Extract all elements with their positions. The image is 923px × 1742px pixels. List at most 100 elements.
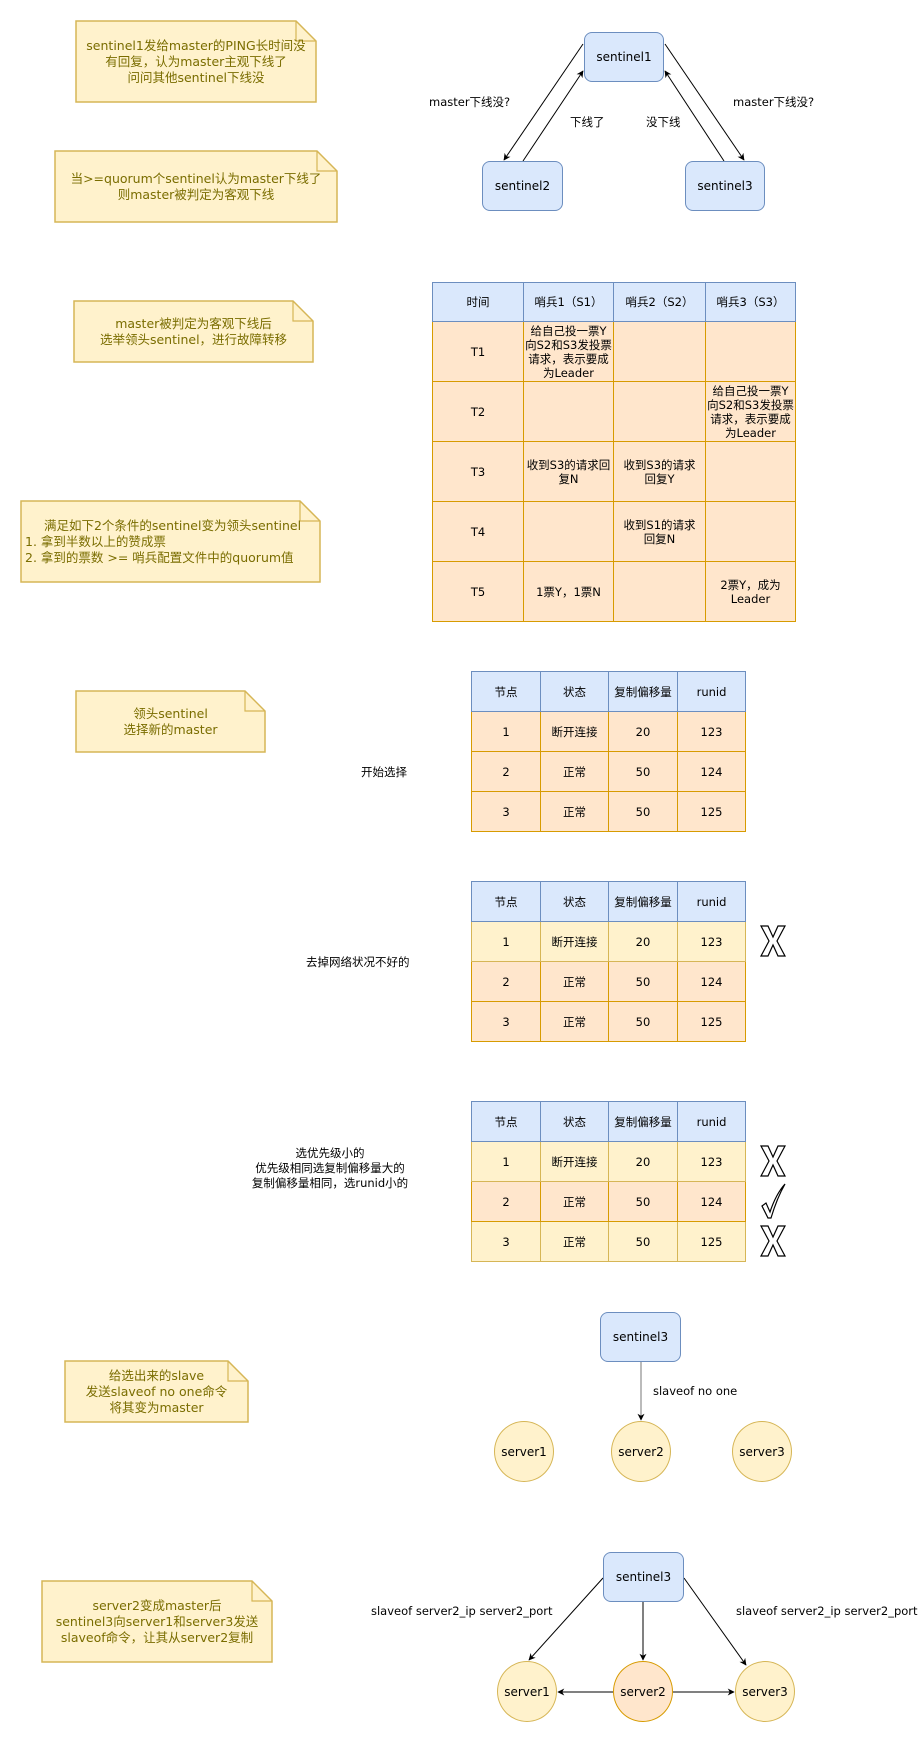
- selection-caption: 选优先级小的 优先级相同选复制偏移量大的 复制偏移量相同，选runid小的: [251, 1146, 409, 1190]
- selection-cell: 125: [677, 1221, 746, 1262]
- arrow-s1-to-s2: [503, 43, 584, 161]
- server3-slave-node: server3: [735, 1661, 795, 1722]
- vote-cell: T5: [432, 561, 524, 622]
- note-ping: sentinel1发给master的PING长时间没 有回复，认为master主…: [86, 37, 306, 85]
- selection-cell: 2: [471, 751, 541, 792]
- selection-cell: 124: [677, 1181, 746, 1222]
- note-shape-ping: [75, 20, 317, 103]
- selection-cell: 50: [608, 791, 678, 832]
- server1-slave-node: server1: [497, 1661, 557, 1722]
- server1-node: server1: [494, 1421, 554, 1482]
- vote-cell: 1票Y，1票N: [523, 561, 614, 622]
- selection-cell: 123: [677, 1141, 746, 1182]
- label-reply-left: 下线了: [570, 115, 605, 129]
- node-sentinel2: sentinel2: [482, 161, 563, 211]
- vote-cell: [613, 381, 706, 442]
- selection-header-cell: 状态: [540, 671, 609, 712]
- label-ask-left: master下线没?: [429, 95, 511, 109]
- node-sentinel3: sentinel3: [685, 161, 765, 211]
- selection-cell: 124: [677, 961, 746, 1002]
- selection-cell: 正常: [540, 1221, 609, 1262]
- selection-cell: 正常: [540, 1001, 609, 1042]
- arrow-sentinel3-to-server1: [528, 1577, 604, 1661]
- vote-header-cell: 哨兵2（S2）: [613, 282, 706, 322]
- note-shape-elect: [73, 300, 314, 363]
- selection-cell: 20: [608, 1141, 678, 1182]
- vote-cell: 给自己投一票Y 向S2和S3发投票请求，表示要成为Leader: [523, 321, 614, 382]
- selection-cell: 20: [608, 921, 678, 962]
- selection-cell: 50: [608, 1181, 678, 1222]
- node-sentinel1: sentinel1: [584, 32, 664, 82]
- vote-header-cell: 哨兵3（S3）: [705, 282, 796, 322]
- selection-header-cell: 节点: [471, 881, 541, 922]
- selection-cell: 124: [677, 751, 746, 792]
- label-reply-right: 没下线: [646, 115, 681, 129]
- vote-cell: 2票Y，成为 Leader: [705, 561, 796, 622]
- server3-node: server3: [732, 1421, 792, 1482]
- server2-node: server2: [611, 1421, 671, 1482]
- selection-cell: 正常: [540, 791, 609, 832]
- arrow-s1-to-s3: [664, 43, 745, 161]
- note-shape-choose: [75, 690, 266, 753]
- vote-header-cell: 哨兵1（S1）: [523, 282, 614, 322]
- selection-cell: 断开连接: [540, 1141, 609, 1182]
- selection-header-cell: 状态: [540, 881, 609, 922]
- selection-cell: 50: [608, 961, 678, 1002]
- selection-cell: 123: [677, 711, 746, 752]
- label-ask-right: master下线没?: [733, 95, 815, 109]
- reject-x-icon: [760, 1145, 786, 1177]
- selection-cell: 3: [471, 1221, 541, 1262]
- vote-cell: T1: [432, 321, 524, 382]
- arrow-s2-to-s1: [522, 70, 584, 162]
- selection-cell: 50: [608, 1221, 678, 1262]
- note-shape-slaveof: [64, 1360, 249, 1423]
- label-command-left: slaveof server2_ip server2_port: [371, 1604, 553, 1618]
- vote-cell: 收到S3的请求回复N: [523, 441, 614, 502]
- node-sentinel3-command: sentinel3: [600, 1312, 681, 1362]
- selection-header-cell: 复制偏移量: [608, 671, 678, 712]
- selection-header-cell: 状态: [540, 1101, 609, 1142]
- note-conditions-title: 满足如下2个条件的sentinel变为领头sentinel: [43, 517, 302, 533]
- vote-cell: T2: [432, 381, 524, 442]
- vote-cell: [705, 501, 796, 562]
- note-condition-2: 2. 拿到的票数 >= 哨兵配置文件中的quorum值: [25, 549, 294, 565]
- vote-cell: 收到S3的请求 回复Y: [613, 441, 706, 502]
- selection-cell: 3: [471, 791, 541, 832]
- selection-caption: 去掉网络状况不好的: [306, 955, 410, 969]
- vote-cell: 收到S1的请求 回复N: [613, 501, 706, 562]
- selection-cell: 20: [608, 711, 678, 752]
- vote-cell: [613, 321, 706, 382]
- selection-cell: 3: [471, 1001, 541, 1042]
- arrow-sentinel3-to-server3: [683, 1577, 747, 1666]
- selection-cell: 正常: [540, 751, 609, 792]
- node-sentinel3-replicate: sentinel3: [603, 1552, 684, 1602]
- note-shape-replicate: [41, 1580, 273, 1663]
- vote-cell: [523, 501, 614, 562]
- vote-header-cell: 时间: [432, 282, 524, 322]
- selection-header-cell: 复制偏移量: [608, 881, 678, 922]
- selection-caption: 开始选择: [361, 765, 407, 779]
- selection-cell: 断开连接: [540, 711, 609, 752]
- reject-x-icon: [760, 1225, 786, 1257]
- vote-cell: T3: [432, 441, 524, 502]
- vote-cell: [705, 441, 796, 502]
- selection-cell: 125: [677, 791, 746, 832]
- selection-cell: 50: [608, 1001, 678, 1042]
